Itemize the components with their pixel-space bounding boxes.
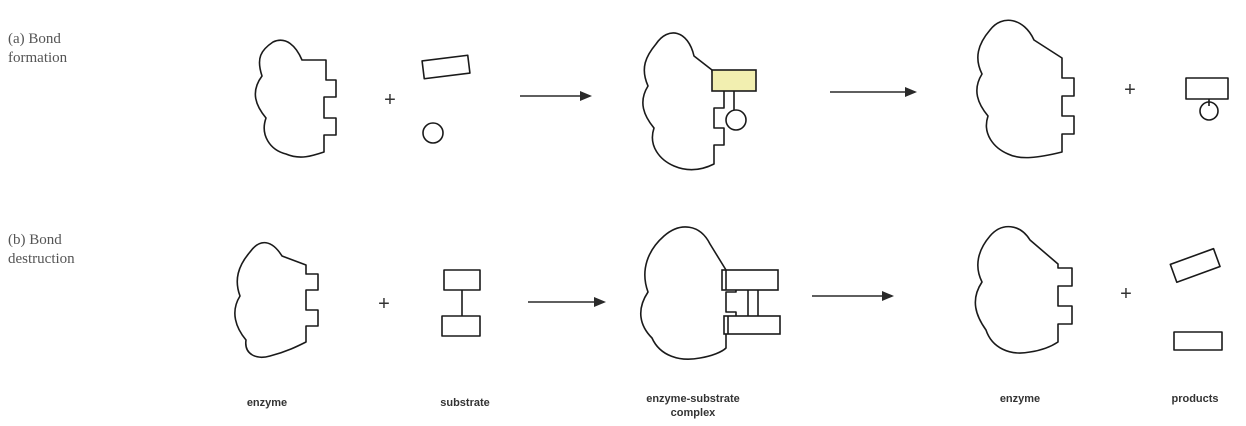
product-block — [1169, 247, 1221, 284]
caption-complex: enzyme-substrate complex — [618, 392, 768, 420]
enzyme-shape — [640, 226, 737, 360]
plus-sign: + — [1120, 283, 1132, 305]
substrate-block — [441, 315, 481, 337]
caption-complex-line2: complex — [670, 407, 716, 419]
row-a-label-line2: formation — [8, 50, 68, 66]
caption-enzyme: enzyme — [246, 397, 288, 409]
row-b-label-line1: (b) Bond — [8, 232, 62, 248]
caption-products: products — [1171, 393, 1219, 405]
substrate-block — [723, 315, 781, 335]
plus-sign: + — [384, 89, 396, 111]
substrate-block — [421, 54, 471, 80]
caption-substrate: substrate — [440, 397, 490, 409]
plus-sign: + — [1124, 79, 1136, 101]
row-b-label-line2: destruction — [8, 251, 75, 267]
substrate-block — [721, 269, 779, 291]
substrate-block — [711, 69, 757, 92]
enzyme-shape — [254, 39, 337, 158]
enzyme-shape — [642, 32, 725, 171]
caption-complex-line1: enzyme-substrate — [646, 393, 740, 405]
product-ball — [1199, 101, 1219, 121]
substrate-block — [443, 269, 481, 291]
substrate-ball — [422, 122, 444, 144]
product-block — [1185, 77, 1229, 100]
product-block — [1173, 331, 1223, 351]
plus-sign: + — [378, 293, 390, 315]
enzyme-shape — [976, 19, 1075, 159]
row-a-label-line1: (a) Bond — [8, 31, 61, 47]
caption-enzyme: enzyme — [999, 393, 1041, 405]
enzyme-shape — [974, 225, 1073, 354]
row-a-label: (a) Bond formation — [8, 30, 67, 68]
substrate-ball — [725, 109, 747, 131]
row-b-label: (b) Bond destruction — [8, 231, 75, 269]
enzyme-shape — [234, 241, 319, 358]
